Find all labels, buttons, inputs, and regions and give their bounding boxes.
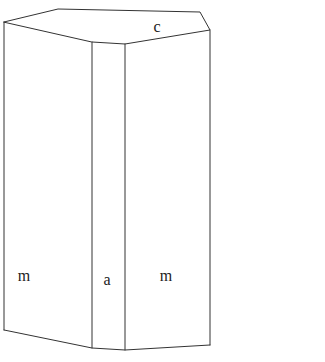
prism-edge [210, 30, 211, 345]
prism-edge [92, 42, 93, 348]
face-label: m [160, 268, 172, 284]
face-label: m [18, 268, 30, 284]
prism-edge [4, 22, 5, 330]
bottom-edge [4, 330, 210, 350]
face-label: a [103, 272, 110, 288]
face-label: c [153, 19, 160, 35]
prism-edge [125, 44, 126, 350]
top-face-outline [4, 9, 210, 44]
